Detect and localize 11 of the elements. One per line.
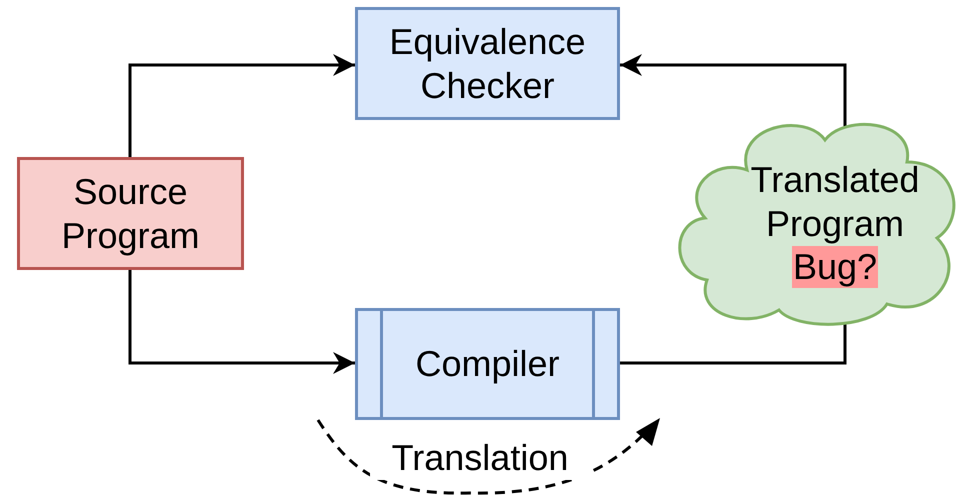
node-box [355,7,620,120]
node-label: Source Program [60,170,201,258]
highlighted-text: Bug? [792,246,878,288]
node-label: Translated Program [750,158,920,246]
node-box [17,157,244,270]
arrow [620,54,846,128]
process-box [355,308,620,420]
node-label: Equivalence Checker [388,20,587,108]
arrow [128,54,355,157]
arrow [128,270,355,374]
node-label: Compiler [414,342,561,386]
